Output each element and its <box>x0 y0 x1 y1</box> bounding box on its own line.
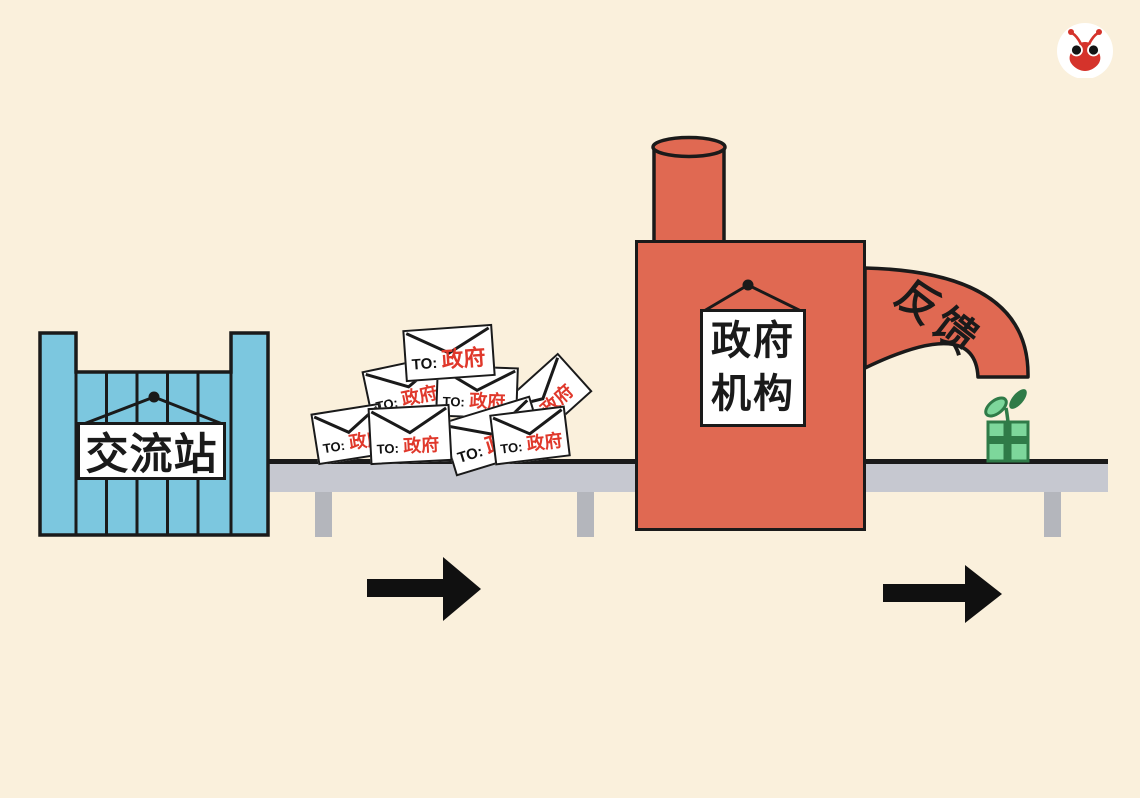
envelope-to-label: TO: <box>455 443 486 467</box>
ant-bug-logo-icon <box>1057 23 1113 78</box>
envelope-to-label: TO: <box>411 354 438 374</box>
factory-sign-line2: 机构 <box>711 372 795 416</box>
belt-leg <box>1044 492 1061 537</box>
station-sign-label: 交流站 <box>85 431 218 479</box>
envelope: TO: 政府 <box>367 403 453 466</box>
feedback-chute <box>863 266 1030 379</box>
gift-box-icon <box>984 389 1030 463</box>
envelope: TO: 政府 <box>489 405 571 466</box>
factory-chimney <box>651 135 727 244</box>
right-arrow-icon <box>883 565 1002 623</box>
envelope: TO: 政府 <box>402 323 496 383</box>
envelope-recipient: 政府 <box>525 430 564 455</box>
envelope-to-label: TO: <box>376 440 400 457</box>
envelope-to-label: TO: <box>321 437 347 457</box>
station-sign: 交流站 <box>77 422 226 480</box>
envelope: TO: 政府 <box>310 402 388 466</box>
envelope-recipient: 政府 <box>402 434 440 457</box>
right-arrow-icon <box>367 557 481 621</box>
belt-leg <box>577 492 594 537</box>
factory-sign-strings <box>703 279 802 313</box>
factory-sign: 政府 机构 <box>700 309 806 427</box>
envelope-to-label: TO: <box>499 439 524 457</box>
factory-sign-line1: 政府 <box>711 319 795 364</box>
envelope-recipient: 政府 <box>440 344 487 373</box>
belt-leg <box>315 492 332 537</box>
